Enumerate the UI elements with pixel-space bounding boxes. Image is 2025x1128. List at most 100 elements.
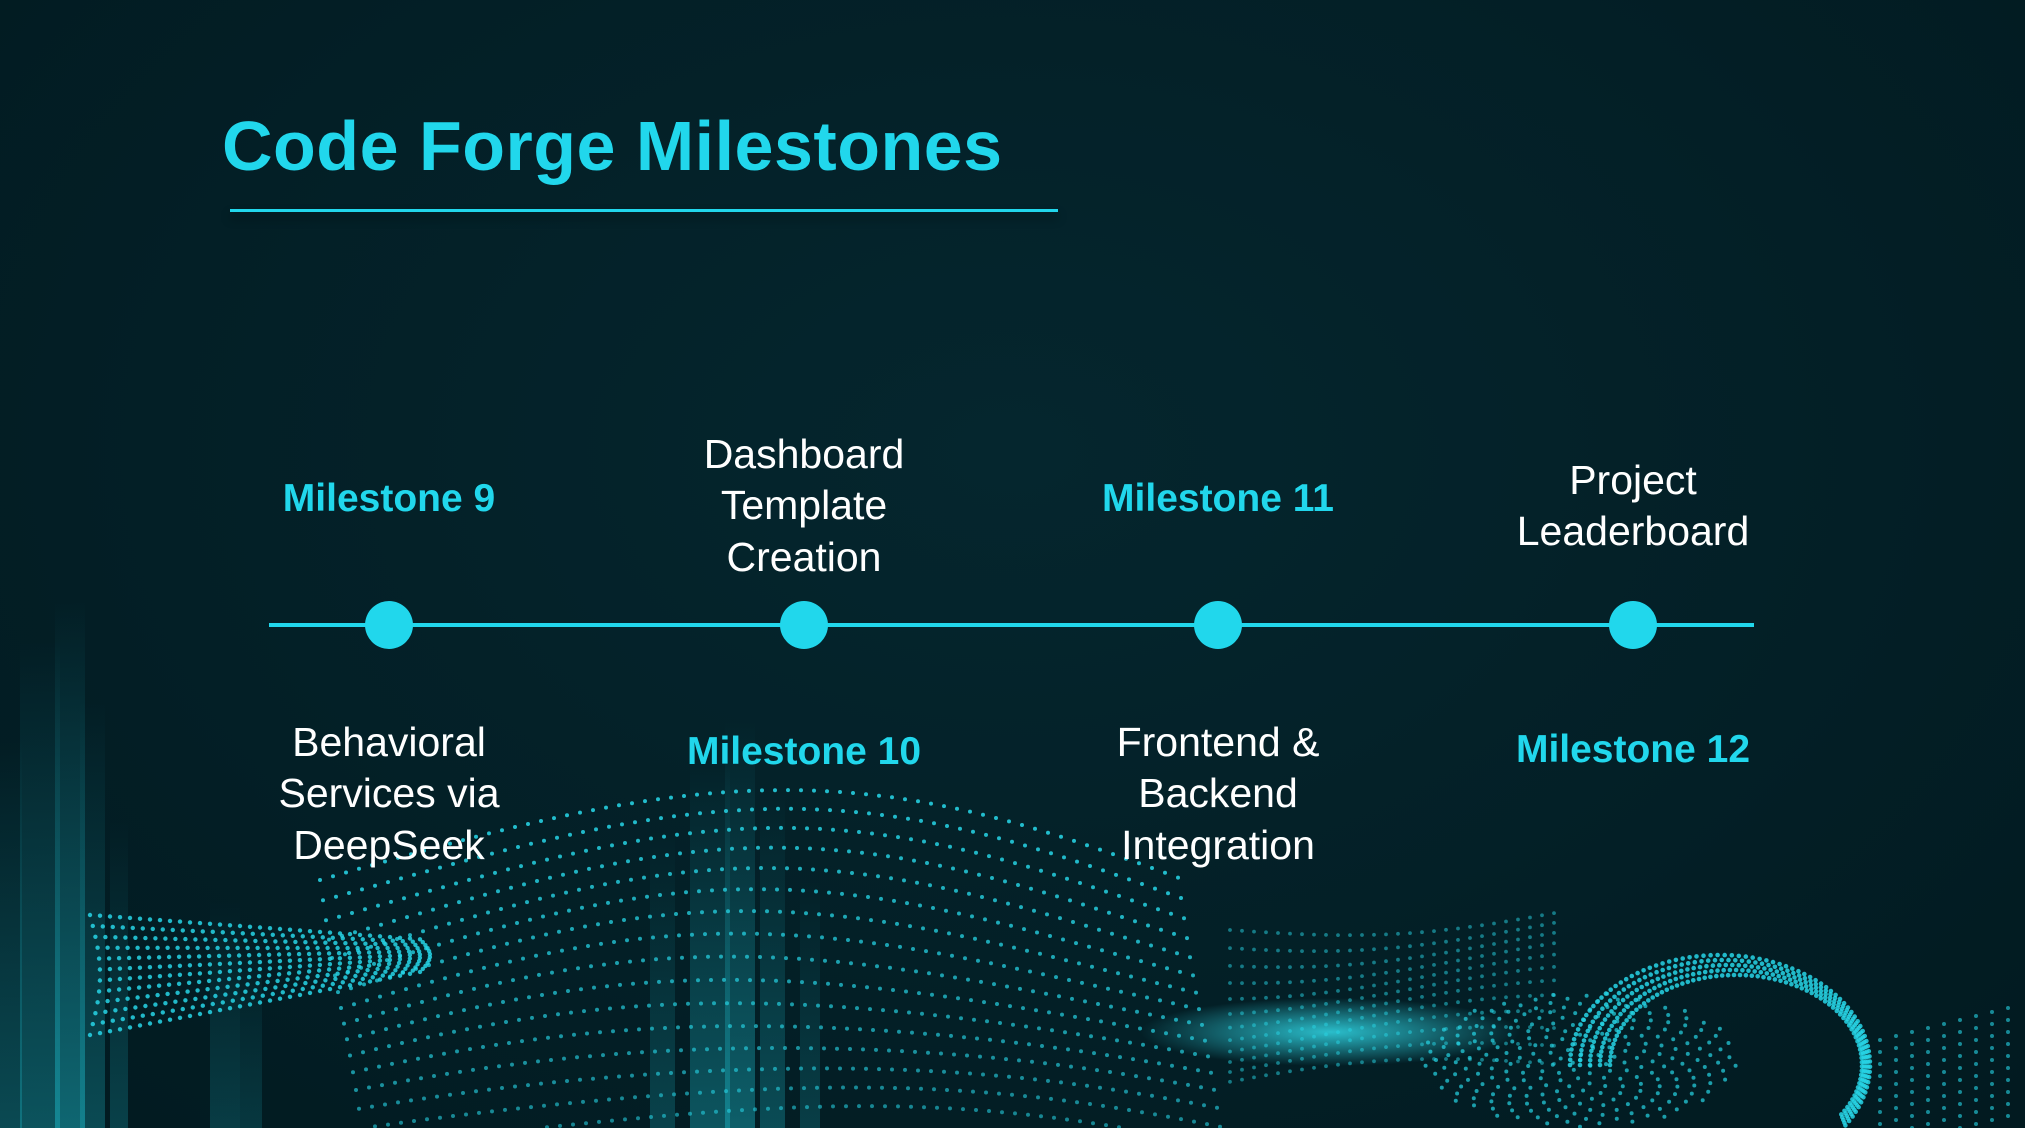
particle-dot — [555, 1102, 559, 1107]
particle-dot — [1990, 1118, 1994, 1122]
particle-dot — [868, 1007, 872, 1012]
particle-dot — [864, 1066, 868, 1071]
particle-dot — [347, 931, 353, 937]
particle-dot — [1396, 989, 1400, 994]
particle-dot — [715, 1024, 719, 1029]
particle-dot — [130, 1015, 135, 1020]
particle-dot — [1626, 1042, 1631, 1046]
particle-dot — [2006, 1006, 2010, 1010]
particle-dot — [1460, 1049, 1465, 1054]
particle-dot — [1102, 1036, 1106, 1041]
particle-dot — [662, 834, 666, 839]
particle-dot — [532, 860, 536, 865]
particle-dot — [1583, 1033, 1588, 1038]
particle-dot — [1240, 964, 1244, 969]
particle-dot — [207, 1009, 213, 1015]
particle-dot — [697, 889, 701, 894]
particle-dot — [1420, 954, 1424, 959]
particle-dot — [1035, 930, 1039, 935]
particle-dot — [616, 879, 620, 884]
particle-dot — [157, 974, 163, 979]
particle-dot — [1096, 1002, 1100, 1006]
particle-dot — [165, 991, 170, 997]
particle-dot — [740, 826, 744, 831]
particle-dot — [605, 984, 609, 989]
particle-dot — [765, 909, 769, 914]
particle-dot — [357, 955, 363, 960]
particle-dot — [230, 998, 235, 1003]
particle-dot — [1016, 883, 1020, 887]
particle-dot — [1097, 927, 1101, 932]
particle-dot — [260, 993, 265, 998]
particle-dot — [1091, 1121, 1095, 1126]
particle-dot — [1584, 1012, 1589, 1018]
particle-dot — [357, 932, 363, 938]
particle-dot — [506, 867, 510, 872]
particle-dot — [1444, 990, 1448, 995]
particle-dot — [1761, 974, 1766, 980]
description-line: Dashboard — [703, 431, 905, 477]
particle-dot — [1696, 976, 1702, 982]
particle-dot — [1032, 908, 1036, 913]
particle-dot — [1672, 970, 1678, 975]
particle-dot — [1518, 1003, 1523, 1008]
particle-dot — [886, 854, 890, 859]
particle-dot — [330, 981, 335, 987]
particle-dot — [1507, 1093, 1512, 1098]
particle-dot — [428, 888, 432, 893]
particle-dot — [1673, 1092, 1677, 1097]
particle-dot — [695, 792, 699, 797]
particle-dot — [1646, 1026, 1651, 1030]
particle-dot — [1552, 931, 1556, 935]
particle-dot — [881, 1008, 885, 1013]
particle-dot — [834, 848, 838, 853]
particle-dot — [1150, 1093, 1154, 1098]
particle-dot — [1025, 948, 1029, 953]
particle-dot — [150, 926, 155, 932]
particle-dot — [1046, 1078, 1050, 1083]
particle-dot — [317, 929, 323, 935]
particle-dot — [246, 953, 252, 958]
particle-dot — [1655, 1034, 1660, 1039]
particle-dot — [1384, 1021, 1388, 1026]
particle-dot — [554, 911, 558, 916]
particle-dot — [919, 1086, 923, 1091]
particle-dot — [841, 1085, 845, 1090]
particle-dot — [367, 1085, 371, 1090]
particle-dot — [397, 1023, 401, 1028]
particle-dot — [1565, 1119, 1570, 1124]
particle-dot — [1697, 1046, 1702, 1051]
particle-dot — [315, 945, 320, 951]
particle-dot — [444, 903, 448, 908]
particle-dot — [751, 1001, 755, 1006]
particle-dot — [177, 963, 183, 968]
particle-dot — [1624, 1068, 1629, 1073]
particle-dot — [820, 935, 824, 940]
particle-dot — [1644, 981, 1650, 987]
particle-dot — [1672, 963, 1678, 969]
particle-dot — [926, 1050, 930, 1055]
particle-dot — [1468, 976, 1472, 981]
particle-dot — [324, 918, 328, 923]
particle-dot — [136, 985, 142, 990]
particle-dot — [905, 901, 909, 906]
particle-dot — [668, 872, 672, 876]
particle-dot — [2006, 1114, 2010, 1118]
particle-dot — [1324, 1012, 1328, 1017]
particle-dot — [1847, 1101, 1853, 1106]
particle-dot — [1185, 936, 1189, 941]
particle-dot — [622, 918, 626, 922]
particle-dot — [1818, 992, 1824, 997]
particle-dot — [367, 979, 373, 984]
particle-dot — [1051, 955, 1055, 959]
particle-dot — [215, 945, 220, 951]
particle-dot — [1557, 1070, 1561, 1075]
particle-dot — [973, 936, 977, 941]
particle-dot — [107, 914, 113, 919]
particle-dot — [310, 985, 315, 990]
particle-dot — [187, 971, 193, 977]
particle-dot — [505, 941, 509, 946]
particle-dot — [784, 956, 788, 961]
particle-dot — [1446, 1053, 1451, 1058]
particle-dot — [96, 956, 102, 961]
